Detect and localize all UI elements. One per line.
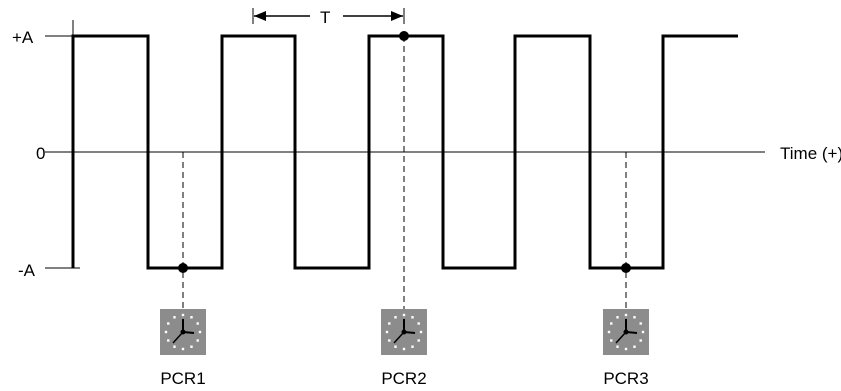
label-zero: 0	[36, 144, 45, 163]
pcr1-label: PCR1	[160, 369, 205, 388]
period-arrowhead-right	[391, 11, 403, 21]
clock-icon	[160, 309, 206, 355]
label-period: T	[320, 8, 330, 27]
period-arrowhead-left	[254, 11, 266, 21]
label-low: -A	[18, 261, 36, 280]
clock-icon	[603, 309, 649, 355]
clock-icon	[381, 309, 427, 355]
pcr2-sample-point	[399, 31, 409, 41]
square-wave	[71, 34, 738, 270]
label-time-axis: Time (+)	[780, 144, 841, 163]
pcr2-label: PCR2	[381, 369, 426, 388]
pcr3-label: PCR3	[603, 369, 648, 388]
pcr1-sample-point	[178, 263, 188, 273]
pcr3-sample-point	[621, 263, 631, 273]
label-high: +A	[12, 28, 34, 47]
